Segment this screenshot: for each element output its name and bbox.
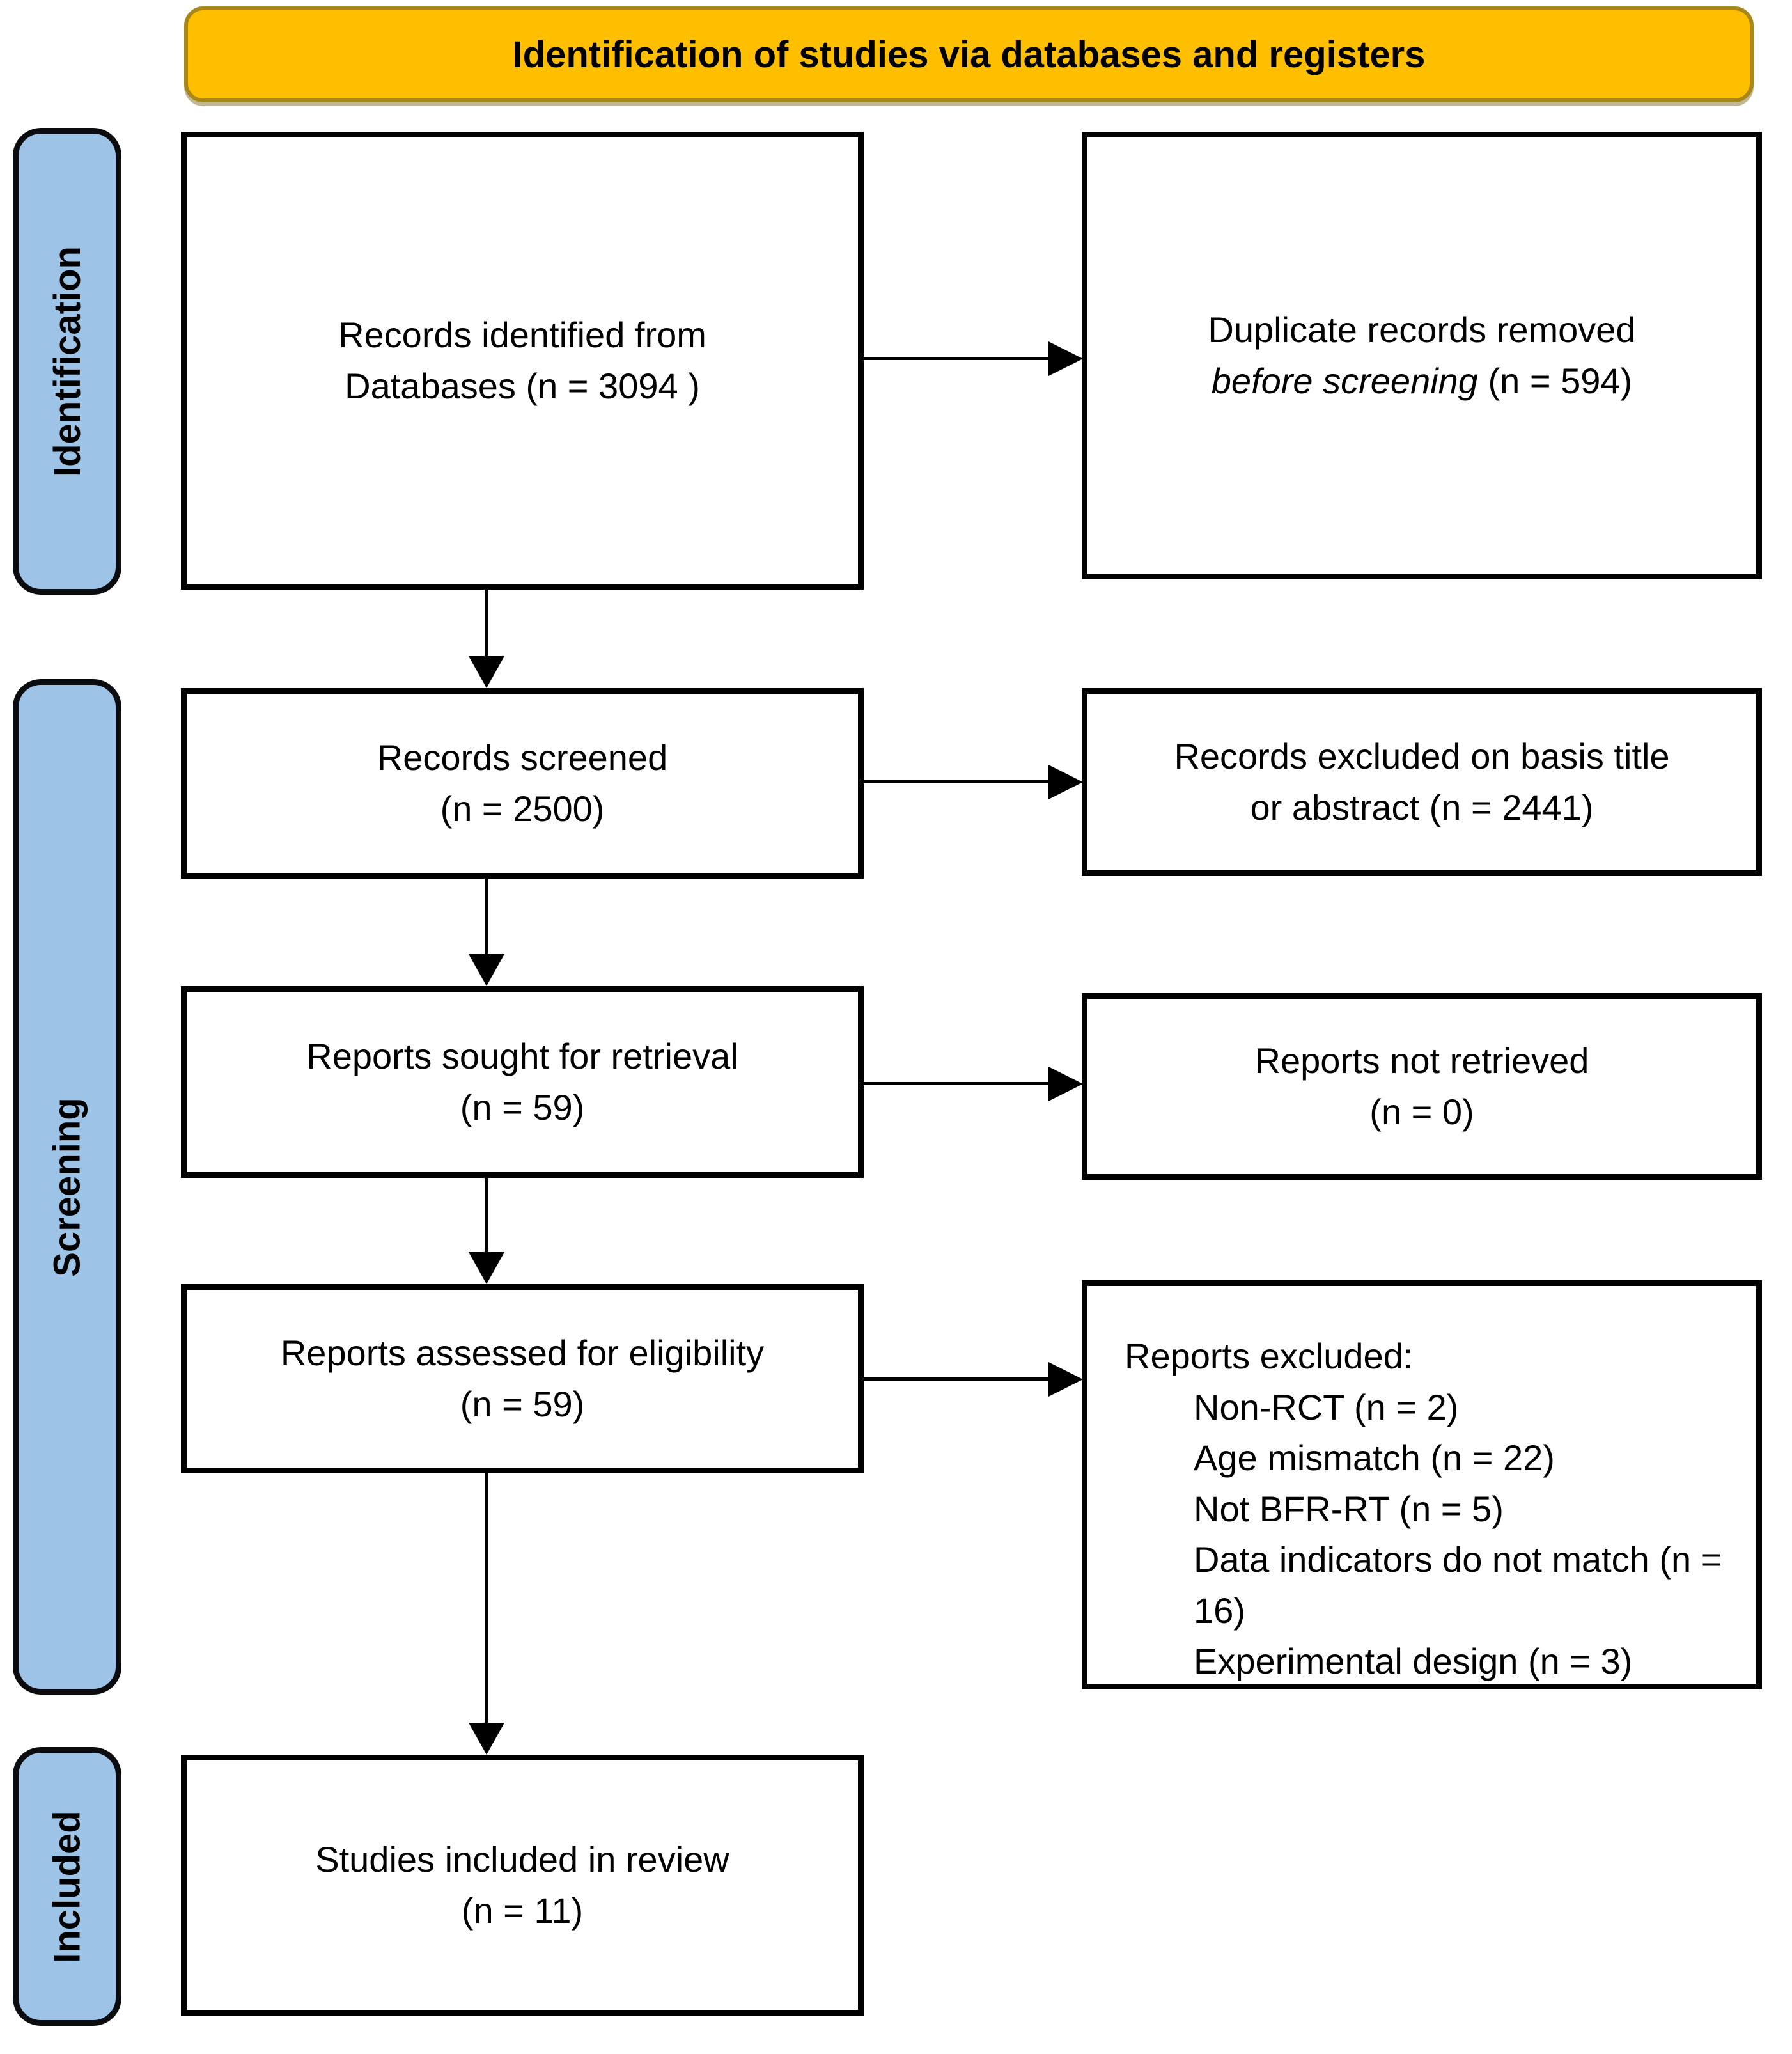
records-screened-line1: Records screened: [377, 737, 668, 778]
duplicates-removed-italic: before screening: [1211, 361, 1478, 401]
reports-excluded-item: Not BFR-RT (n = 5): [1194, 1488, 1504, 1529]
arrow-screened-to-sought-head: [469, 954, 504, 986]
reports-excluded-list: Non-RCT (n = 2) Age mismatch (n = 22) No…: [1194, 1382, 1731, 1687]
reports-sought-line2: (n = 59): [460, 1087, 585, 1127]
stage-label-identification: Identification: [13, 128, 121, 595]
arrow-sought-to-assessed-line: [485, 1178, 488, 1253]
arrow-assessed-to-included-head: [469, 1723, 504, 1755]
arrow-sought-to-assessed-head: [469, 1252, 504, 1284]
arrow-identified-to-duplicates-head: [1048, 341, 1083, 376]
box-records-screened: Records screened (n = 2500): [181, 688, 864, 879]
reports-assessed-line2: (n = 59): [460, 1384, 585, 1424]
box-reports-excluded: Reports excluded: Non-RCT (n = 2) Age mi…: [1082, 1280, 1762, 1689]
duplicates-removed-rest: (n = 594): [1477, 361, 1633, 401]
records-identified-line2: Databases (n = 3094 ): [345, 366, 700, 406]
arrow-screened-to-excluded-line: [864, 780, 1050, 783]
box-records-excluded: Records excluded on basis title or abstr…: [1082, 688, 1762, 876]
box-duplicates-removed: Duplicate records removed before screeni…: [1082, 132, 1762, 579]
arrow-sought-to-notretrieved-line: [864, 1082, 1050, 1085]
reports-sought-line1: Reports sought for retrieval: [306, 1036, 738, 1077]
reports-assessed-line1: Reports assessed for eligibility: [280, 1333, 765, 1374]
reports-not-retrieved-line2: (n = 0): [1369, 1092, 1474, 1132]
stage-label-screening-text: Screening: [46, 1097, 88, 1277]
arrow-assessed-to-reportsexcluded-line: [864, 1377, 1050, 1381]
studies-included-line2: (n = 11): [461, 1890, 584, 1931]
reports-excluded-item: Non-RCT (n = 2): [1194, 1386, 1459, 1427]
arrow-assessed-to-reportsexcluded-head: [1048, 1362, 1083, 1397]
arrow-identified-to-screened-line: [485, 590, 488, 659]
header-title: Identification of studies via databases …: [512, 33, 1426, 75]
duplicates-removed-line2: before screening (n = 594): [1212, 356, 1632, 407]
box-reports-not-retrieved: Reports not retrieved (n = 0): [1082, 993, 1762, 1180]
arrow-screened-to-sought-line: [485, 879, 488, 955]
stage-label-included: Included: [13, 1747, 121, 2026]
reports-excluded-title: Reports excluded:: [1125, 1336, 1414, 1376]
duplicates-removed-line1: Duplicate records removed: [1208, 310, 1636, 350]
arrow-identified-to-duplicates-line: [864, 357, 1050, 360]
box-reports-assessed: Reports assessed for eligibility (n = 59…: [181, 1284, 864, 1473]
box-records-identified: Records identified from Databases (n = 3…: [181, 132, 864, 590]
arrow-assessed-to-included-line: [485, 1473, 488, 1724]
records-screened-line2: (n = 2500): [440, 788, 605, 829]
reports-not-retrieved-line1: Reports not retrieved: [1254, 1040, 1589, 1081]
reports-excluded-item: Experimental design (n = 3): [1194, 1641, 1633, 1682]
arrow-sought-to-notretrieved-head: [1048, 1067, 1083, 1101]
studies-included-line1: Studies included in review: [315, 1839, 729, 1880]
stage-label-included-text: Included: [46, 1810, 88, 1963]
stage-label-screening: Screening: [13, 679, 121, 1695]
records-excluded-line1: Records excluded on basis title: [1174, 736, 1670, 777]
box-studies-included: Studies included in review (n = 11): [181, 1755, 864, 2016]
arrow-identified-to-screened-head: [469, 656, 504, 688]
reports-excluded-item: Age mismatch (n = 22): [1194, 1438, 1555, 1478]
reports-excluded-item: Data indicators do not match (n = 16): [1194, 1539, 1722, 1631]
stage-label-identification-text: Identification: [46, 246, 88, 477]
records-identified-line1: Records identified from: [338, 315, 706, 356]
header-banner: Identification of studies via databases …: [184, 6, 1754, 102]
box-reports-sought: Reports sought for retrieval (n = 59): [181, 986, 864, 1178]
records-excluded-line2: or abstract (n = 2441): [1250, 787, 1594, 827]
arrow-screened-to-excluded-head: [1048, 765, 1083, 799]
